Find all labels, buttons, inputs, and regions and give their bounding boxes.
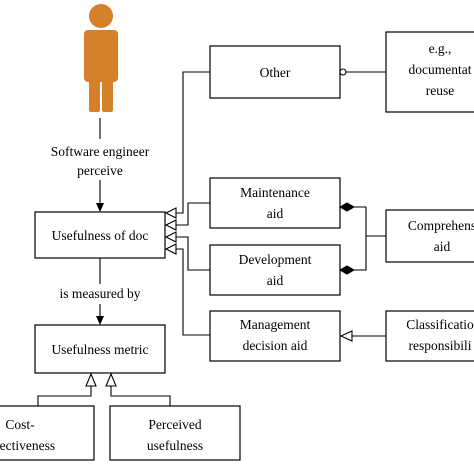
software-engineer-figure: [84, 4, 118, 112]
management-connector: [176, 248, 210, 336]
comprehension-label-line2: aid: [434, 239, 451, 254]
usefulness-of-doc-box: [34, 211, 166, 259]
generalization-arrows: [164, 207, 177, 255]
usefulness-metric-box: [34, 324, 166, 374]
cost-connector: [37, 386, 92, 406]
development-label-line2: aid: [267, 273, 284, 288]
usefulness-metric-label: Usefulness metric: [51, 342, 148, 357]
classification-box: [385, 310, 474, 362]
perceived-label-line2: usefulness: [147, 438, 203, 453]
example-box: [385, 31, 474, 113]
perceived-usefulness-box: [109, 405, 241, 461]
development-label-line1: Development: [239, 252, 312, 267]
maintenance-aid-box: [209, 177, 341, 229]
other-connector-circle: [339, 68, 347, 76]
classification-generalization-triangle: [339, 330, 353, 342]
measured-by-label-bg: [48, 284, 152, 304]
example-label-line2: documentat: [409, 62, 472, 77]
maintenance-label-line1: Maintenance: [240, 185, 310, 200]
example-label-line3: reuse: [426, 83, 454, 98]
example-label-line1: e.g.,: [429, 41, 452, 56]
development-comprehension-line: [354, 236, 367, 271]
measured-by-arrowhead: [96, 316, 104, 325]
perceive-arrowhead: [96, 203, 104, 212]
actor-label-line2: perceive: [77, 163, 123, 178]
usefulness-of-doc-label: Usefulness of doc: [52, 228, 149, 243]
generalization-triangle-cost: [85, 372, 97, 387]
classification-label-line2: responsibili: [409, 338, 472, 353]
cost-effectiveness-box: [0, 405, 95, 461]
classification-label-line1: Classificatio: [406, 317, 474, 332]
comprehension-aid-box: [385, 209, 474, 263]
other-connector: [176, 71, 210, 214]
actor-label-line1: Software engineer: [51, 144, 150, 159]
perceived-label-line1: Perceived: [148, 417, 201, 432]
perceived-connector: [110, 386, 171, 406]
management-decision-aid-box: [209, 310, 341, 362]
other-label: Other: [260, 65, 291, 80]
development-connector: [176, 236, 210, 271]
maintenance-comprehension-line: [354, 206, 386, 237]
comprehension-label-line1: Comprehens: [408, 218, 474, 233]
management-label-line2: decision aid: [243, 338, 308, 353]
cost-label-line1: Cost-: [5, 417, 35, 432]
measured-by-label: is measured by: [60, 286, 141, 301]
maintenance-connector: [176, 202, 210, 226]
maintenance-aggregation-diamond: [338, 202, 356, 212]
generalization-triangle-perceived: [105, 372, 117, 387]
cost-label-line2: effectiveness: [0, 438, 55, 453]
other-box: [209, 45, 341, 99]
development-aggregation-diamond: [338, 265, 356, 275]
management-label-line1: Management: [240, 317, 311, 332]
maintenance-label-line2: aid: [267, 206, 284, 221]
